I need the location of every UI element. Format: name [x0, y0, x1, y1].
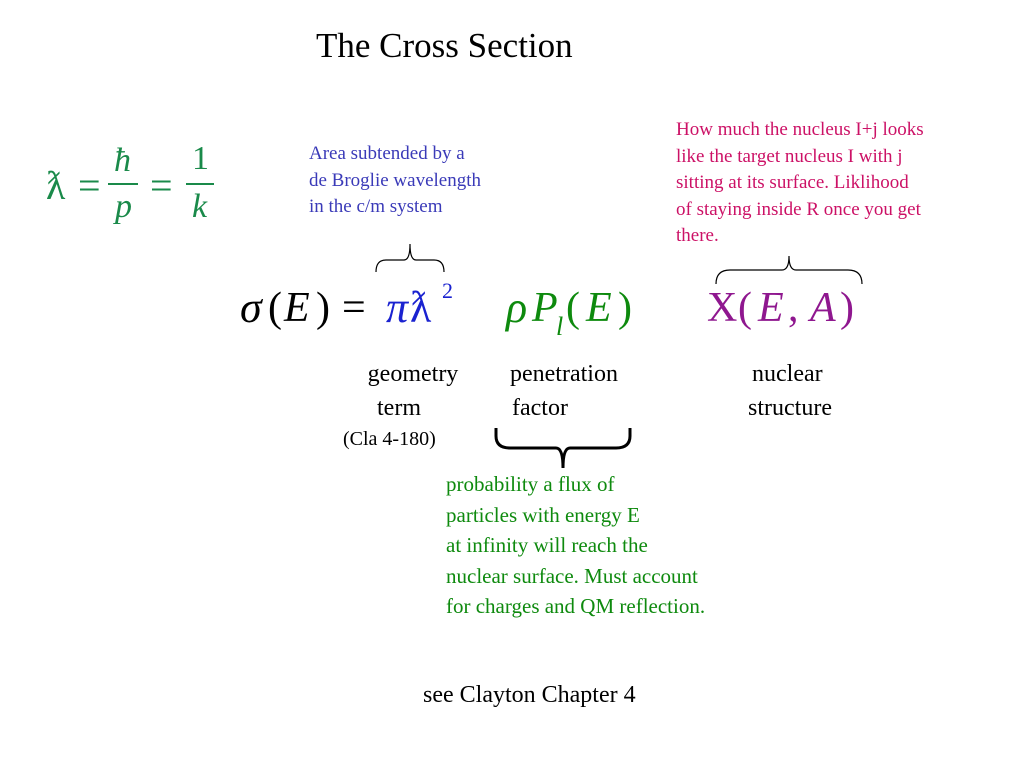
penetration-brace [494, 428, 632, 469]
lambda-bar-equation: ƛ = ħ p = 1 k [46, 140, 226, 240]
fraction-bar-2 [186, 183, 214, 185]
penetration-label-line2: factor [512, 395, 568, 421]
paren-open-X: ( [738, 285, 752, 331]
paren-close: ) [316, 285, 330, 331]
E-symbol-P: E [586, 285, 612, 331]
footer-reference: see Clayton Chapter 4 [423, 682, 636, 708]
slide-title: The Cross Section [316, 26, 573, 65]
geometry-label-line2: term [377, 395, 421, 421]
E-symbol-X: E [758, 285, 784, 331]
nucleus-annotation-line: sitting at its surface. Liklihood [676, 172, 909, 193]
penetration-label: penetration factor [510, 357, 618, 425]
area-annotation-line: in the c/m system [309, 196, 443, 217]
probability-annotation-line: particles with energy E [446, 502, 640, 527]
p-symbol: p [115, 188, 132, 225]
penetration-label-line1: penetration [510, 361, 618, 387]
cla-reference: (Cla 4-180) [343, 428, 436, 450]
comma-symbol: , [788, 285, 799, 331]
one-symbol: 1 [192, 140, 209, 177]
equals-sign: = [342, 285, 366, 331]
rho-symbol: ρ [506, 283, 528, 332]
E-symbol: E [284, 285, 310, 331]
nuclear-label-line1: nuclear [752, 361, 823, 387]
geometry-label-line1: geometry [367, 361, 459, 387]
nuclear-label: nuclear structure [748, 357, 832, 425]
nucleus-annotation-line: of staying inside R once you get [676, 198, 921, 220]
area-annotation: Area subtended by a de Broglie wavelengt… [309, 141, 549, 221]
nucleus-annotation-line: like the target nucleus I with j [676, 145, 903, 167]
probability-annotation: probability a flux of particles with ene… [446, 469, 806, 622]
nuclear-label-line2: structure [748, 395, 832, 421]
nuclear-brace [715, 255, 863, 285]
hbar-symbol: ħ [114, 142, 131, 179]
paren-open: ( [268, 285, 282, 331]
lambda-bar-main: ƛ [410, 283, 432, 332]
nucleus-annotation-line: there. [676, 225, 719, 246]
k-symbol: k [192, 188, 208, 225]
lambda-bar-symbol: ƛ [46, 163, 66, 208]
pi-symbol: π [386, 283, 409, 332]
equals-sign-1: = [78, 163, 101, 208]
squared-exponent: 2 [442, 278, 453, 303]
paren-close-X: ) [840, 285, 854, 331]
area-annotation-line: Area subtended by a [309, 143, 465, 164]
cross-section-equation: σ ( E ) = π ƛ 2 ρ P l ( E ) X ( E , A ) [240, 278, 880, 352]
geometry-brace [375, 243, 445, 273]
A-symbol: A [810, 285, 836, 331]
P-symbol: P [532, 285, 558, 331]
equals-sign-2: = [150, 163, 173, 208]
l-subscript: l [556, 312, 564, 341]
X-symbol: X [707, 285, 738, 331]
probability-annotation-line: at infinity will reach the [446, 533, 648, 557]
probability-annotation-line: probability a flux of [446, 472, 615, 496]
probability-annotation-line: nuclear surface. Must account [446, 563, 698, 588]
sigma-symbol: σ [240, 283, 262, 332]
paren-close-P: ) [618, 285, 632, 331]
nucleus-annotation-line: How much the nucleus I+j looks [676, 119, 924, 140]
probability-annotation-line: for charges and QM reflection. [446, 594, 706, 618]
paren-open-P: ( [566, 285, 580, 331]
fraction-bar-1 [108, 183, 138, 185]
geometry-label: geometry term [348, 357, 478, 425]
area-annotation-line: de Broglie wavelength [309, 169, 482, 191]
nucleus-annotation: How much the nucleus I+j looks like the … [676, 117, 1006, 250]
